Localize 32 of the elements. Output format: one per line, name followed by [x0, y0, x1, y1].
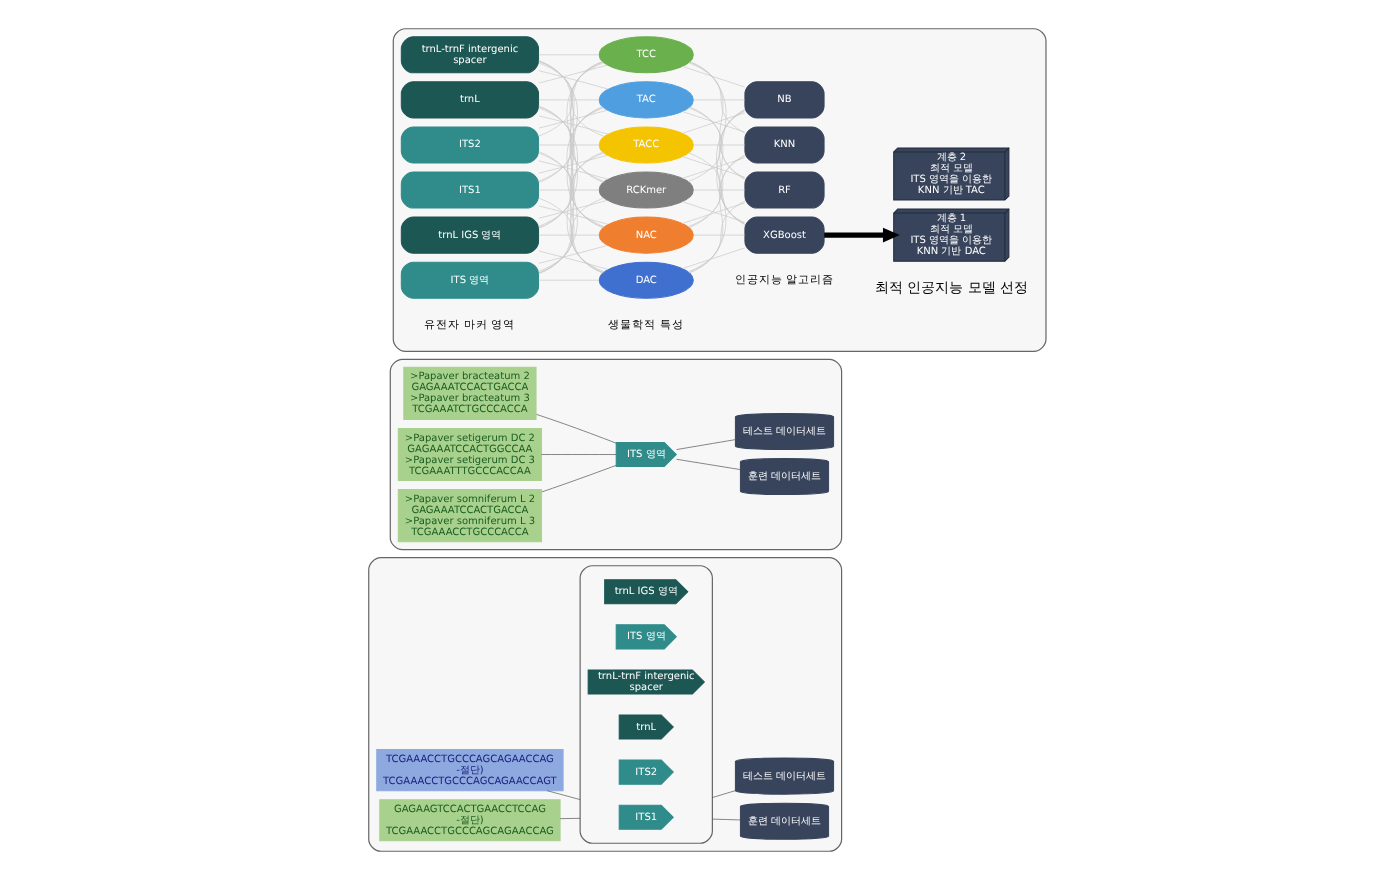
connector: [688, 109, 745, 274]
connector: [558, 817, 580, 819]
connector: [540, 465, 616, 493]
connector: [675, 458, 740, 470]
connector: [711, 790, 735, 798]
connector: [537, 250, 608, 270]
cluster: [388, 358, 842, 551]
connector: [537, 200, 607, 219]
connector: [537, 70, 608, 90]
arrow: [823, 227, 899, 243]
connector: [537, 115, 608, 135]
cluster: [391, 28, 1046, 352]
connector: [681, 66, 745, 88]
connector: [687, 62, 744, 134]
connector: [687, 154, 745, 273]
cluster: [578, 565, 712, 844]
connector: [681, 247, 745, 269]
connector: [545, 790, 580, 800]
cluster: [367, 557, 842, 852]
connector: [537, 64, 607, 84]
connector: [675, 439, 735, 450]
connector: [688, 61, 745, 180]
connector: [686, 200, 744, 273]
connector: [711, 818, 740, 821]
connector: [540, 454, 616, 455]
connector: [688, 61, 745, 225]
connector: [535, 414, 616, 444]
connector: [537, 109, 607, 129]
connector: [537, 205, 608, 225]
connector: [537, 245, 607, 264]
connector: [537, 160, 608, 180]
connector: [537, 154, 607, 174]
